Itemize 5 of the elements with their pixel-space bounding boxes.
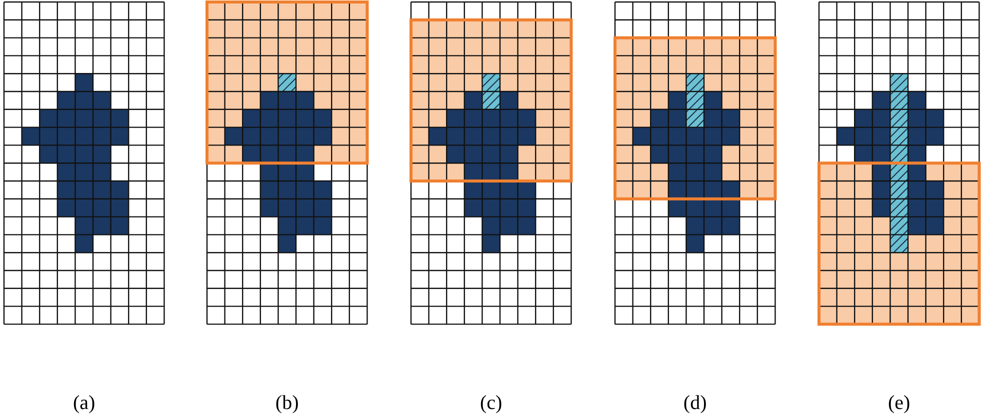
panel-label: (b) — [275, 392, 299, 415]
panel-label: (a) — [73, 392, 96, 415]
panel-label: (e) — [888, 392, 910, 415]
panel-label: (d) — [683, 392, 707, 415]
panel-label: (c) — [480, 392, 502, 415]
